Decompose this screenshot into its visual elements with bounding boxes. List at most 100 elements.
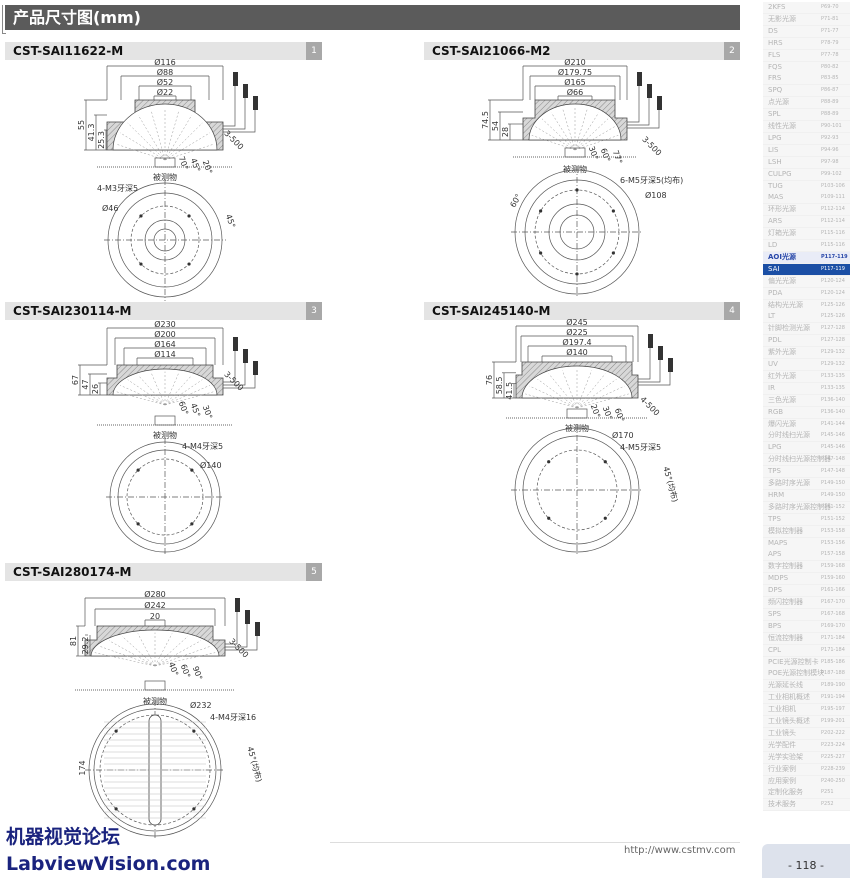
- footer-url[interactable]: http://www.cstmv.com: [624, 845, 736, 856]
- sidebar-item-label: TUG: [768, 181, 783, 190]
- dimension-label: Ø116: [154, 57, 176, 67]
- sidebar-item-label: CULPG: [768, 169, 792, 178]
- connector-icon: [657, 96, 662, 110]
- light-ray: [576, 378, 617, 409]
- product-index: 3: [306, 302, 322, 320]
- mounting-hole: [136, 522, 140, 526]
- sidebar-item-pages: P189-190: [821, 682, 845, 689]
- dimension-label: 60°: [508, 192, 523, 209]
- cable: [638, 372, 671, 386]
- mounting-hole: [539, 251, 543, 255]
- mounting-hole: [192, 729, 196, 733]
- light-ray: [164, 122, 203, 161]
- connector-icon: [233, 337, 238, 351]
- test-object: [144, 680, 166, 691]
- sidebar-item-label: LD: [768, 241, 778, 249]
- sidebar-item-label: 工业镜头概述: [768, 717, 810, 725]
- mounting-hole: [187, 214, 191, 218]
- connector-icon: [235, 598, 240, 612]
- light-ray: [576, 373, 606, 409]
- sidebar-item-pages: P167-168: [821, 610, 845, 617]
- dimension-label: 4-M4牙深16: [210, 713, 256, 722]
- light-ray: [138, 375, 166, 406]
- cable: [223, 363, 246, 386]
- sidebar-item-pages: P120-124: [821, 277, 845, 284]
- light-ray: [574, 112, 599, 151]
- dimension-label: Ø22: [157, 87, 173, 97]
- dimension-label: 25.3: [97, 131, 106, 149]
- light-ray: [108, 640, 156, 667]
- sidebar-item-pages: P159-160: [821, 575, 845, 582]
